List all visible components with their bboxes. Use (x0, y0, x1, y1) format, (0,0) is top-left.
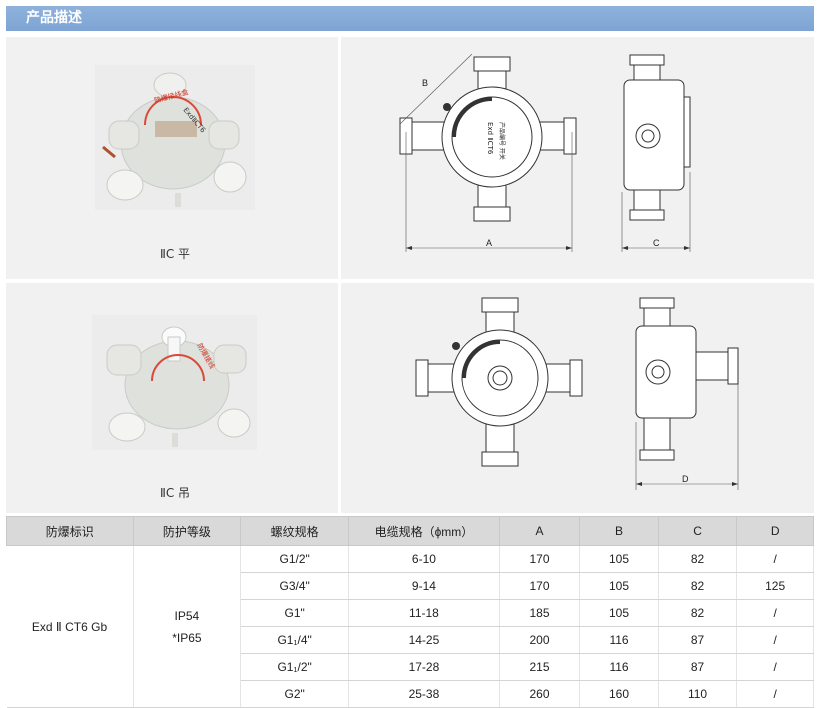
dimension-drawing-hanging-front (415, 297, 583, 467)
cell-cable: 14-25 (348, 626, 500, 654)
col-header-b: B (579, 516, 659, 546)
col-header-a: A (498, 516, 581, 546)
photo-caption-flat: ⅡC 平 (159, 247, 191, 261)
cell-a: 215 (499, 653, 581, 681)
cell-b: 105 (579, 572, 659, 600)
col-header-cable: 电缆规格（ϕmm） (348, 516, 500, 546)
drawing-panel-hanging (341, 283, 814, 513)
photo-caption-hanging: ⅡC 吊 (159, 486, 191, 500)
table-row: Exd Ⅱ CT6 Gb IP54 *IP65 G1/2" 6-10 170 1… (6, 545, 814, 708)
col-header-thread: 螺纹规格 (240, 516, 350, 546)
cell-c: 82 (658, 599, 738, 627)
drawing-panel-flat (341, 37, 814, 279)
cell-c: 82 (658, 572, 738, 600)
table-row: G1₁/4" 14-25 200 116 87 / (7, 626, 814, 654)
col-header-marking: 防爆标识 (6, 516, 134, 546)
table-header-row: 防爆标识 防护等级 螺纹规格 电缆规格（ϕmm） A B C D (6, 516, 814, 546)
col-header-protection: 防护等级 (132, 516, 242, 546)
cell-b: 160 (579, 680, 659, 708)
cell-cable: 9-14 (348, 572, 500, 600)
col-header-d: D (736, 516, 814, 546)
product-photo-flat: 防爆接线盒 ExdⅡCT6 (95, 65, 255, 210)
cell-d: 125 (736, 572, 814, 600)
cell-c: 82 (658, 545, 738, 573)
cell-thread: G1" (240, 599, 350, 627)
protection-value: IP54 (174, 608, 200, 623)
cell-marking: Exd Ⅱ CT6 Gb (6, 545, 134, 708)
dim-label-d: D (682, 474, 689, 484)
col-header-c: C (657, 516, 738, 546)
dimension-drawing-flat-side: C (621, 54, 691, 252)
cell-d: / (736, 599, 814, 627)
svg-text:产品编号 开关: 产品编号 开关 (498, 122, 506, 160)
dimension-drawing-flat-front: 产品编号 开关 Exd ⅡCT6 B A (399, 53, 577, 252)
plate-text: Exd ⅡCT6 (486, 122, 494, 155)
dim-label-c: C (653, 238, 660, 248)
cell-cable: 25-38 (348, 680, 500, 708)
cell-b: 116 (579, 653, 659, 681)
cell-protection: IP54 *IP65 (133, 545, 242, 708)
section-header: 产品描述 (6, 6, 814, 31)
cell-b: 105 (579, 599, 659, 627)
section-title: 产品描述 (26, 10, 82, 26)
cell-c: 87 (658, 653, 738, 681)
cell-thread: G3/4" (240, 572, 350, 600)
cell-c: 110 (658, 680, 738, 708)
cell-thread: G1/2" (240, 545, 350, 573)
cell-thread: G1₁/2" (240, 653, 350, 681)
spec-table: 防爆标识 防护等级 螺纹规格 电缆规格（ϕmm） A B C D Exd Ⅱ C… (6, 516, 814, 708)
cell-b: 105 (579, 545, 659, 573)
protection-value: *IP65 (172, 630, 202, 645)
cell-d: / (736, 680, 814, 708)
product-photo-hanging: 防爆接线 (92, 315, 257, 450)
cell-cable: 11-18 (348, 599, 500, 627)
cell-cable: 17-28 (348, 653, 500, 681)
cell-thread: G1₁/4" (240, 626, 350, 654)
cell-cable: 6-10 (348, 545, 500, 573)
dimension-drawing-hanging-side: D (635, 297, 739, 490)
cell-c: 87 (658, 626, 738, 654)
cell-a: 185 (499, 599, 581, 627)
cell-thread: G2" (240, 680, 350, 708)
cell-a: 200 (499, 626, 581, 654)
cell-a: 170 (499, 545, 581, 573)
dim-label-b: B (422, 78, 428, 88)
table-row: G3/4" 9-14 170 105 82 125 (7, 572, 814, 600)
cell-a: 260 (499, 680, 581, 708)
cell-d: / (736, 626, 814, 654)
cell-d: / (736, 545, 814, 573)
cell-d: / (736, 653, 814, 681)
cell-b: 116 (579, 626, 659, 654)
table-row: G1₁/2" 17-28 215 116 87 / (7, 653, 814, 681)
cell-a: 170 (499, 572, 581, 600)
dim-label-a: A (486, 238, 492, 248)
table-row: G1" 11-18 185 105 82 / (7, 599, 814, 627)
